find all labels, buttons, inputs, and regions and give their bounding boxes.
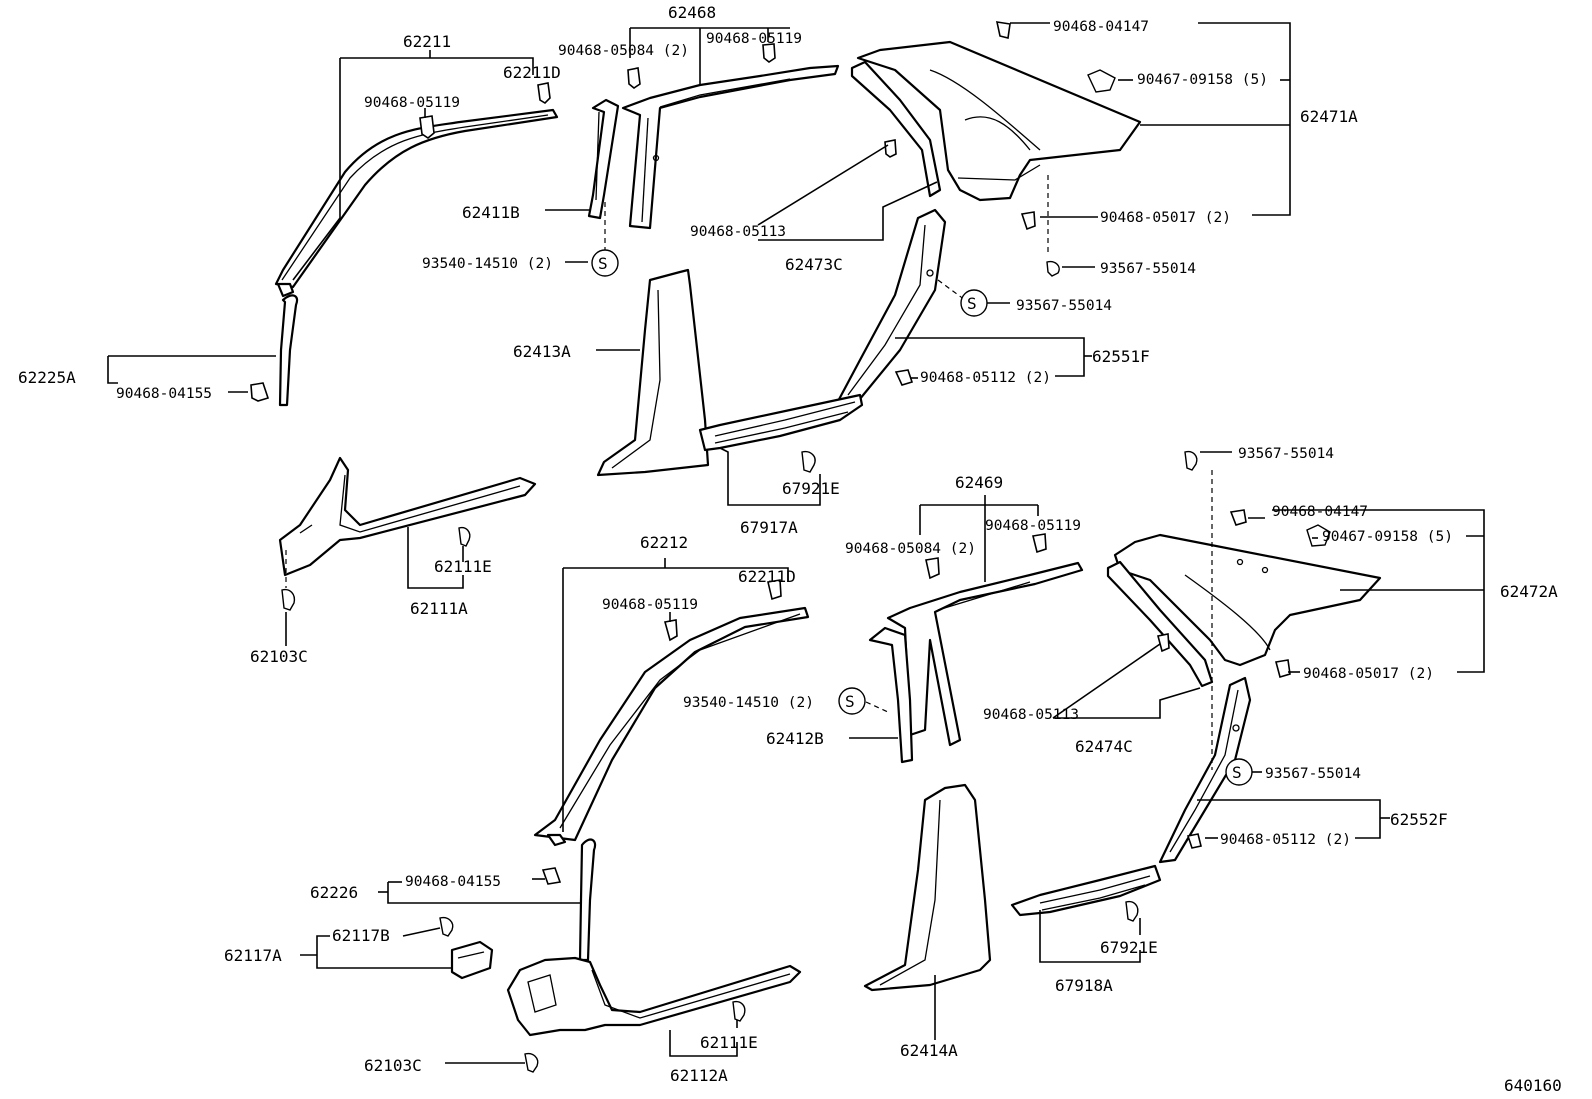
label-90467-09158-b: 90467-09158 (5) — [1322, 529, 1453, 545]
part-62411B-strip — [587, 98, 620, 220]
label-90468-05084-a: 90468-05084 (2) — [558, 43, 689, 59]
part-62414A-pillar-lower — [863, 783, 992, 992]
label-62474C: 62474C — [1075, 737, 1133, 756]
label-62117A: 62117A — [224, 946, 282, 965]
label-90468-05119-d: 90468-05119 — [602, 597, 698, 613]
label-62225A: 62225A — [18, 368, 76, 387]
label-62473C: 62473C — [785, 255, 843, 274]
screw-mark-1: S — [598, 254, 608, 273]
label-93567-55014-a: 93567-55014 — [1100, 261, 1196, 277]
label-62111E-b: 62111E — [700, 1033, 758, 1052]
label-90468-04155-b: 90468-04155 — [405, 874, 501, 890]
diagram-id: 640160 — [1504, 1076, 1562, 1095]
label-62414A: 62414A — [900, 1041, 958, 1060]
label-62412B: 62412B — [766, 729, 824, 748]
label-62211: 62211 — [403, 32, 451, 51]
label-62103C-a: 62103C — [250, 647, 308, 666]
label-90468-05113-b: 90468-05113 — [983, 707, 1079, 723]
leader-lines — [107, 22, 1485, 1064]
label-62468: 62468 — [668, 3, 716, 22]
label-90468-05112-a: 90468-05112 (2) — [920, 370, 1051, 386]
label-62472A: 62472A — [1500, 582, 1558, 601]
part-62225A-pillar-trim — [278, 294, 299, 407]
label-93540-14510-a: 93540-14510 (2) — [422, 256, 553, 272]
screw-mark-3: S — [845, 692, 855, 711]
label-93567-55014-d: 93567-55014 — [1265, 766, 1361, 782]
label-90467-09158-a: 90467-09158 (5) — [1137, 72, 1268, 88]
label-90468-04147-a: 90468-04147 — [1053, 19, 1149, 35]
part-62117A-bracket — [450, 940, 494, 980]
label-62212: 62212 — [640, 533, 688, 552]
label-67921E-b: 67921E — [1100, 938, 1158, 957]
part-62474C-strip — [1106, 560, 1214, 688]
label-62117B: 62117B — [332, 926, 390, 945]
label-93567-55014-b: 93567-55014 — [1016, 298, 1112, 314]
label-90468-05119-c: 90468-05119 — [985, 518, 1081, 534]
part-62468-roof-side-trim — [621, 64, 840, 230]
part-62212-rear-pillar-trim — [533, 606, 810, 847]
label-67917A: 67917A — [740, 518, 798, 537]
part-67918A-scuff-plate — [1010, 864, 1162, 917]
part-62111A-door-opening-trim — [278, 456, 537, 577]
part-62473C-pillar-strip — [850, 60, 942, 198]
label-62103C-b: 62103C — [364, 1056, 422, 1075]
screw-mark-4: S — [1232, 763, 1242, 782]
label-62411B: 62411B — [462, 203, 520, 222]
label-62552F: 62552F — [1390, 810, 1448, 829]
label-90468-05112-b: 90468-05112 (2) — [1220, 832, 1351, 848]
label-67921E-a: 67921E — [782, 479, 840, 498]
screw-markers — [591, 249, 1253, 786]
label-90468-04147-b: 90468-04147 — [1272, 504, 1368, 520]
label-90468-05119-a: 90468-05119 — [364, 95, 460, 111]
part-67917A-scuff-plate — [698, 393, 864, 452]
part-62412B-strip — [868, 626, 914, 764]
label-90468-05017-b: 90468-05017 (2) — [1303, 666, 1434, 682]
label-62226: 62226 — [310, 883, 358, 902]
part-62469-roof-side-trim — [886, 561, 1084, 747]
label-90468-05084-b: 90468-05084 (2) — [845, 541, 976, 557]
label-67918A: 67918A — [1055, 976, 1113, 995]
label-62211D-b: 62211D — [738, 567, 796, 586]
label-90468-05113-a: 90468-05113 — [690, 224, 786, 240]
label-90468-05017-a: 90468-05017 (2) — [1100, 210, 1231, 226]
label-90468-05119-b: 90468-05119 — [706, 31, 802, 47]
label-62111E-a: 62111E — [434, 557, 492, 576]
part-62226-lower-pillar — [578, 838, 597, 962]
label-90468-04155-a: 90468-04155 — [116, 386, 212, 402]
part-62413A-pillar-lower — [596, 268, 710, 477]
label-93540-14510-b: 93540-14510 (2) — [683, 695, 814, 711]
part-62472A-quarter-trim — [1113, 533, 1382, 667]
label-62211D-a: 62211D — [503, 63, 561, 82]
part-62112A-door-opening-trim — [506, 956, 802, 1037]
label-93567-55014-c: 93567-55014 — [1238, 446, 1334, 462]
clip-icons — [250, 21, 1331, 1073]
label-62112A: 62112A — [670, 1066, 728, 1085]
label-62551F: 62551F — [1092, 347, 1150, 366]
part-62551F-scuff-plate — [834, 208, 947, 407]
label-62111A: 62111A — [410, 599, 468, 618]
label-62469: 62469 — [955, 473, 1003, 492]
label-62471A: 62471A — [1300, 107, 1358, 126]
part-62471A-quarter-trim — [856, 40, 1142, 202]
label-62413A: 62413A — [513, 342, 571, 361]
screw-mark-2: S — [967, 294, 977, 313]
part-62211-a-pillar-garnish — [274, 108, 559, 298]
